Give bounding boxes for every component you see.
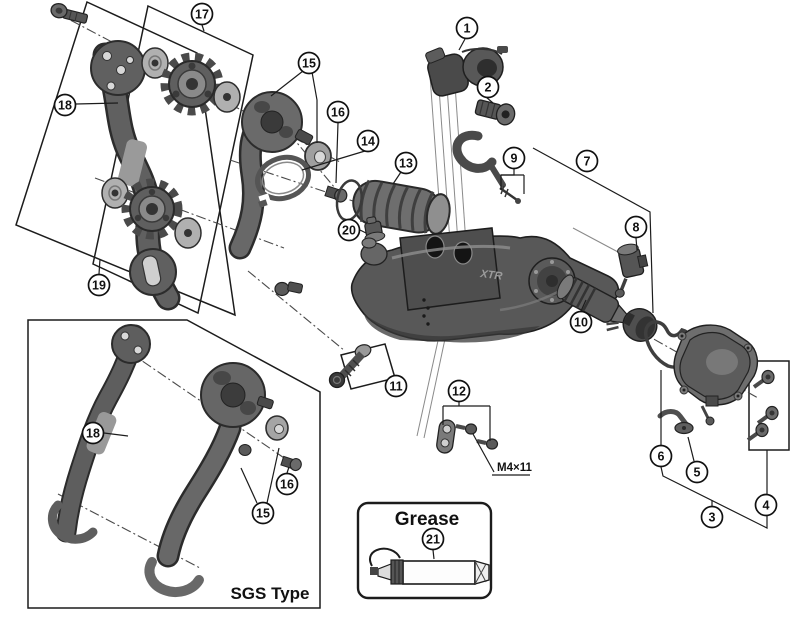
cover-screws-4 — [746, 369, 779, 442]
outer-plate-sgs — [144, 362, 302, 597]
callout-18-sgs: 18 — [81, 421, 105, 445]
bracket-bolt-2 — [474, 99, 516, 126]
svg-text:5: 5 — [694, 466, 701, 480]
callout-21: 21 — [421, 527, 445, 551]
callout-9: 9 — [502, 146, 526, 170]
callout-13: 13 — [394, 151, 418, 175]
svg-text:16: 16 — [331, 106, 345, 120]
svg-text:2: 2 — [485, 81, 492, 95]
motor-cover-3 — [673, 324, 759, 426]
svg-text:20: 20 — [342, 224, 356, 238]
grease-tube — [369, 547, 490, 585]
svg-text:18: 18 — [58, 99, 72, 113]
svg-text:16: 16 — [280, 478, 294, 492]
svg-text:17: 17 — [195, 8, 209, 22]
svg-text:13: 13 — [399, 157, 413, 171]
callout-17: 17 — [190, 2, 214, 26]
clip-lever-5 — [657, 409, 694, 435]
bolt-spec-label: M4×11 — [497, 462, 532, 474]
body-knuckle — [399, 227, 501, 311]
brand-logo: XTR — [479, 268, 503, 283]
svg-text:9: 9 — [511, 152, 518, 166]
callout-8: 8 — [624, 215, 648, 239]
stopper-pin-9 — [499, 185, 521, 204]
callout-10: 10 — [569, 310, 593, 334]
fixing-screw-top-left — [50, 2, 89, 24]
svg-text:21: 21 — [426, 533, 440, 547]
tension-pulley-lower — [101, 177, 202, 249]
sgs-type-box — [27, 319, 321, 609]
callout-12: 12 — [447, 379, 471, 403]
svg-text:18: 18 — [86, 427, 100, 441]
callout-2: 2 — [476, 75, 500, 99]
derailleur-body: XTR — [350, 227, 620, 343]
callout-19: 19 — [87, 273, 111, 297]
outer-plate-top — [228, 91, 314, 297]
svg-text:11: 11 — [389, 380, 402, 394]
cable-fixing-group-12 — [436, 419, 499, 454]
svg-text:4: 4 — [763, 499, 770, 513]
svg-text:12: 12 — [452, 385, 466, 399]
bracket-axle-unit-1 — [425, 46, 508, 97]
callout-6: 6 — [649, 444, 673, 468]
stopper-plate-9 — [452, 130, 521, 204]
callout-16-sgs: 16 — [275, 472, 299, 496]
leader-lines — [75, 24, 768, 560]
svg-text:7: 7 — [584, 155, 591, 169]
callout-7: 7 — [575, 149, 599, 173]
guide-pulley-upper — [141, 47, 241, 116]
plate-bolt — [238, 443, 252, 457]
svg-text:6: 6 — [658, 450, 665, 464]
plate-grip-pad — [118, 139, 147, 187]
svg-text:19: 19 — [92, 279, 106, 293]
adjust-bolt-16-sgs — [280, 455, 302, 472]
svg-text:14: 14 — [361, 135, 375, 149]
callout-11: 11 — [384, 374, 408, 398]
grease-label: Grease — [395, 509, 459, 530]
svg-text:15: 15 — [256, 507, 270, 521]
callout-14: 14 — [356, 129, 380, 153]
sgs-type-label: SGS Type — [230, 584, 309, 603]
callout-1: 1 — [455, 16, 479, 40]
grease-box: Grease — [356, 501, 493, 600]
callout-15: 15 — [297, 51, 321, 75]
svg-text:3: 3 — [709, 511, 716, 525]
callout-15-sgs: 15 — [251, 501, 275, 525]
callout-20: 20 — [337, 218, 361, 242]
inner-plate-top — [90, 40, 181, 311]
callout-4: 4 — [754, 493, 778, 517]
svg-text:8: 8 — [633, 221, 640, 235]
mount-bolt-11 — [328, 344, 372, 389]
callout-16: 16 — [326, 100, 350, 124]
callout-3: 3 — [700, 505, 724, 529]
cable-guide-8 — [614, 243, 649, 298]
snap-ring-14 — [255, 154, 311, 208]
svg-text:10: 10 — [574, 316, 588, 330]
svg-text:1: 1 — [464, 22, 471, 36]
svg-text:15: 15 — [302, 57, 316, 71]
callout-18: 18 — [53, 93, 77, 117]
assembly-box-19 — [15, 0, 236, 317]
callout-5: 5 — [685, 460, 709, 484]
plate-stopper-bolt — [274, 281, 304, 297]
screw-set-box-4 — [748, 360, 790, 451]
